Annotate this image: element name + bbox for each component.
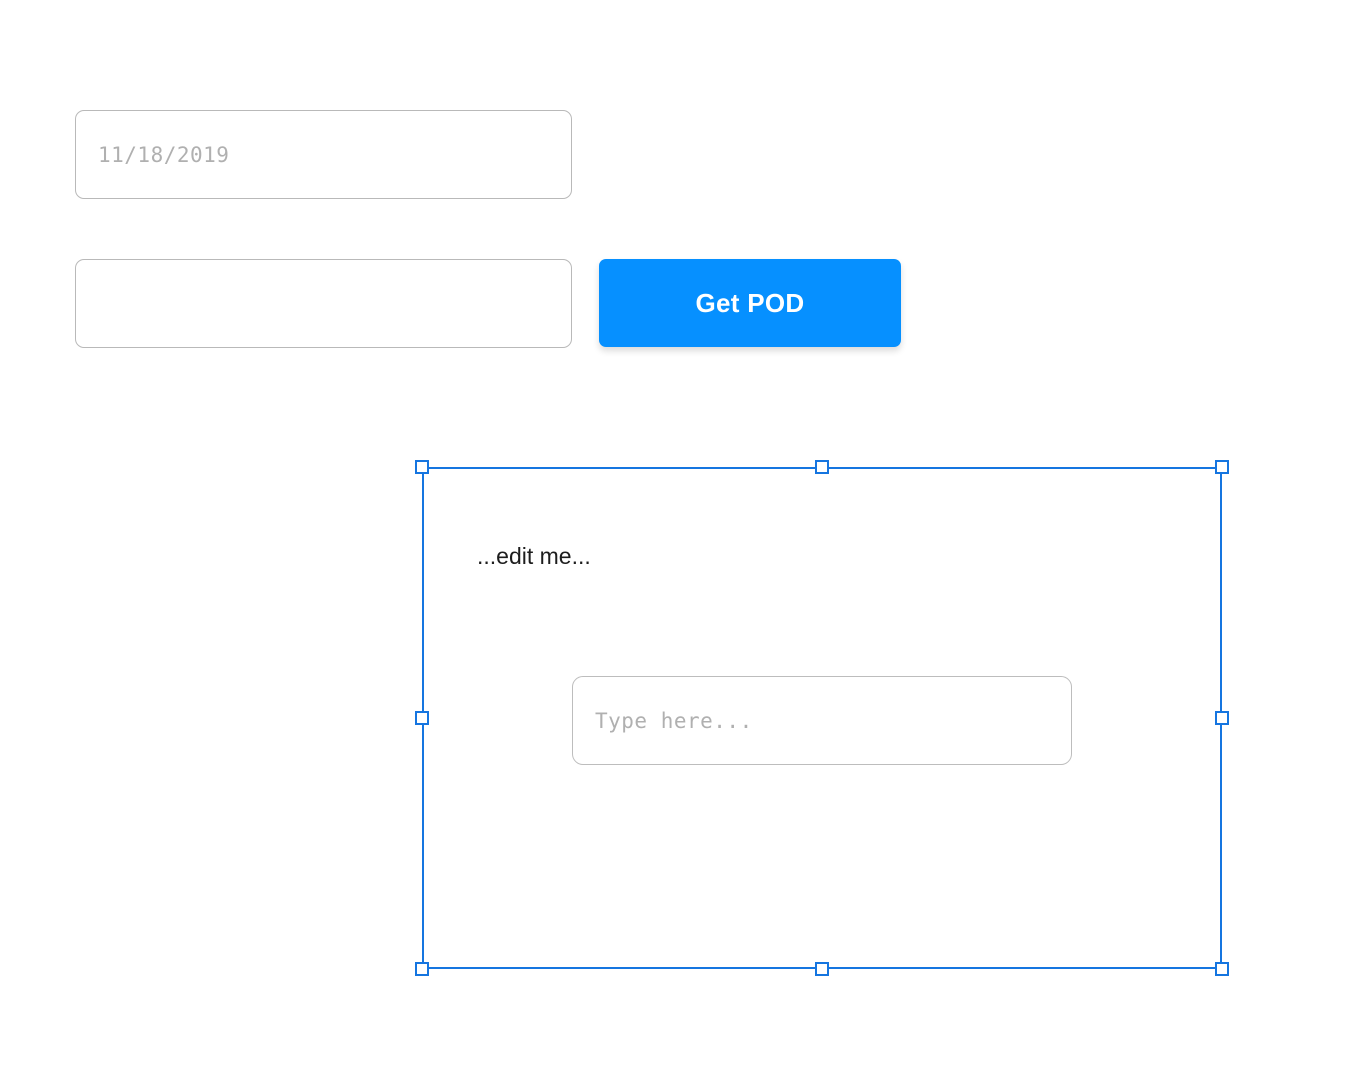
edit-me-label[interactable]: ...edit me... xyxy=(477,543,591,569)
resize-handle-top-right[interactable] xyxy=(1215,460,1229,474)
reference-input[interactable] xyxy=(75,259,572,348)
resize-handle-bottom-right[interactable] xyxy=(1215,962,1229,976)
date-input[interactable] xyxy=(75,110,572,199)
type-here-input[interactable] xyxy=(572,676,1072,765)
selected-region[interactable]: ...edit me... xyxy=(415,460,1229,976)
resize-handle-middle-right[interactable] xyxy=(1215,711,1229,725)
resize-handle-bottom-left[interactable] xyxy=(415,962,429,976)
resize-handle-top-center[interactable] xyxy=(815,460,829,474)
resize-handle-middle-left[interactable] xyxy=(415,711,429,725)
get-pod-button[interactable]: Get POD xyxy=(599,259,901,347)
resize-handle-bottom-center[interactable] xyxy=(815,962,829,976)
resize-handle-top-left[interactable] xyxy=(415,460,429,474)
